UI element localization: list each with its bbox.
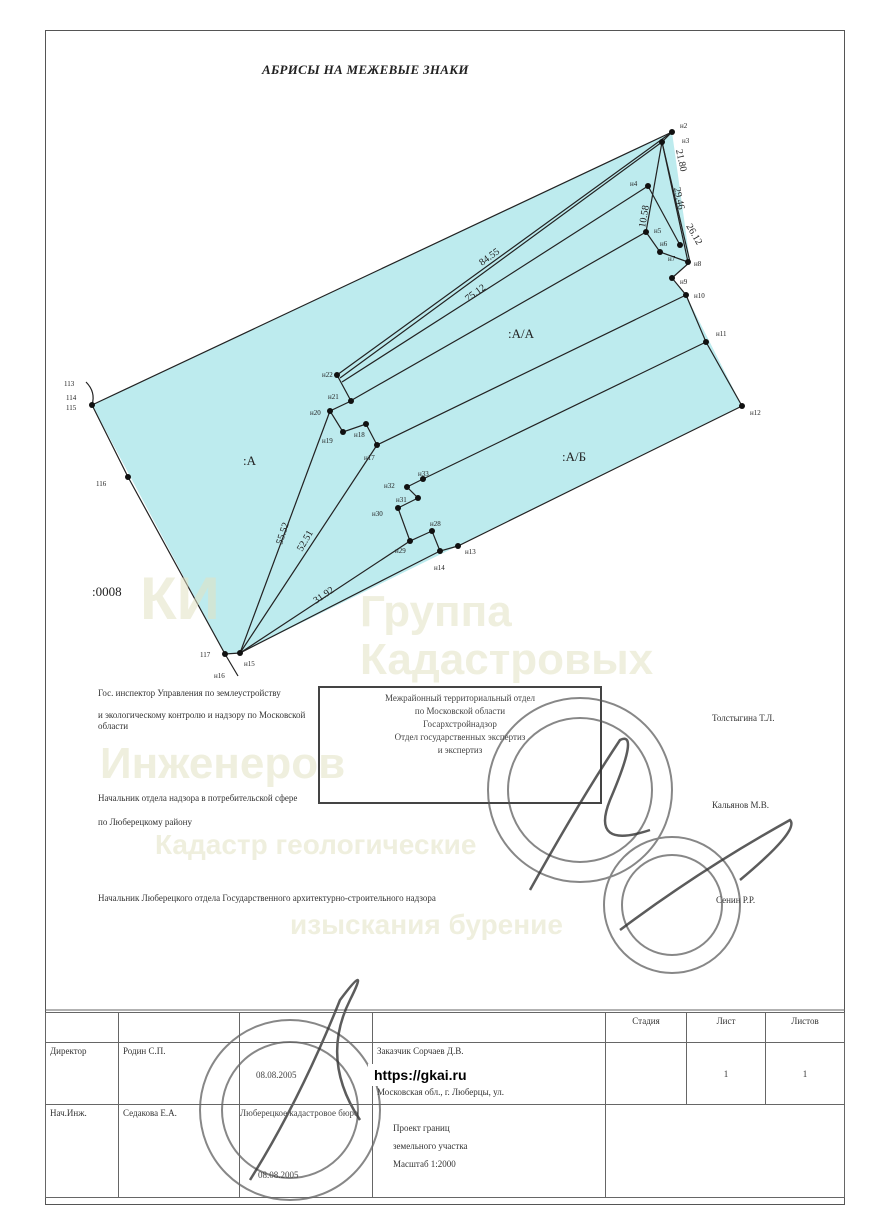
point-label: н2 [680, 122, 688, 130]
watermark-text: Кадастровых [360, 635, 654, 684]
point-label: н5 [654, 227, 662, 235]
line-n22-n2 [336, 131, 673, 376]
point-label: н20 [310, 409, 321, 417]
point-label: н21 [328, 393, 339, 401]
point-label: н3 [682, 137, 690, 145]
director-label: Директор [45, 1042, 119, 1105]
line-n3-n8 [661, 141, 689, 263]
sheets-count: 1 [765, 1042, 845, 1105]
stamp-text: и экспертиз [437, 745, 483, 755]
project-title: Проект границ [393, 1123, 450, 1133]
address-line: Московская обл., г. Люберцы, ул. [377, 1087, 601, 1097]
line-n3-n5 [645, 141, 663, 233]
watermark-text: Группа [360, 587, 512, 636]
point-label: н28 [430, 520, 441, 528]
signature-role: Начальник Люберецкого отдела Государстве… [98, 893, 436, 903]
point-label: н9 [680, 278, 688, 286]
address: ул. [493, 1087, 505, 1097]
point-label: 115 [66, 404, 77, 412]
page-title: АБРИСЫ НА МЕЖЕВЫЕ ЗНАКИ [262, 62, 469, 77]
point-label: н10 [694, 292, 705, 300]
point-label: н8 [694, 260, 702, 268]
line-n22-n17 [329, 374, 378, 446]
sheet-number: 1 [686, 1042, 766, 1105]
point-label: н14 [434, 564, 445, 572]
customer: Заказчик Сорчаев Д.В. [377, 1046, 464, 1056]
point-label: н17 [364, 454, 375, 462]
point-label: 117 [200, 651, 211, 659]
scale: Масштаб 1:2000 [393, 1159, 456, 1169]
stamp-text: по Московской области [414, 706, 506, 716]
parcel-label: :А/Б [562, 449, 586, 464]
line-n17-n15 [239, 444, 378, 654]
point-label: н18 [354, 431, 365, 439]
director-name: Родин С.П. [118, 1042, 240, 1105]
project-info: Проект границ земельного участка Масштаб… [372, 1104, 606, 1198]
signature-role: Гос. инспектор Управления по землеустрой… [98, 688, 281, 698]
point-label: н19 [322, 437, 333, 445]
watermark-text: Инженеров [100, 739, 346, 788]
distance-label: 10.58 [637, 204, 652, 228]
title-block: Стадия Лист Листов Директор Родин С.П. З… [45, 1012, 845, 1198]
point-label: н30 [372, 510, 383, 518]
distance-label: 21.80 [673, 148, 688, 172]
distance-label: 29.46 [671, 186, 686, 210]
signature-name: Толстыгина Т.Л. [712, 713, 775, 723]
watermark-text: изыскания бурение [290, 909, 563, 940]
sheets-header: Листов [765, 1012, 845, 1043]
point-label: н7 [668, 255, 676, 263]
document-sheet [45, 30, 845, 1205]
point-label: н33 [418, 470, 429, 478]
point-label: н11 [716, 330, 727, 338]
signature-role: Начальник отдела надзора в потребительск… [98, 793, 298, 803]
point-label: 116 [96, 480, 107, 488]
watermark-text: Кадастр геологические [155, 829, 477, 860]
stamp-text: Отдел государственных экспертиз [394, 732, 526, 742]
stage-header: Стадия [605, 1012, 687, 1043]
point-label: 113 [64, 380, 75, 388]
line-n17-n10 [376, 294, 687, 446]
parcel-fill [92, 132, 742, 654]
address: Московская обл., г. Люберцы, [377, 1087, 491, 1097]
line-n22-n3 [339, 141, 663, 379]
approval-stamp: Межрайонный территориальный отдел по Мос… [318, 686, 602, 804]
line-n22-n4 [341, 185, 649, 383]
parcel-label: :А [243, 453, 257, 468]
parcel-label: :0008 [92, 584, 122, 599]
point-label: н31 [396, 496, 407, 504]
point-label: н15 [244, 660, 255, 668]
point-label: н13 [465, 548, 476, 556]
stamp-text: Межрайонный территориальный отдел [385, 693, 535, 703]
engineer-label: Нач.Инж. [45, 1104, 119, 1198]
signature-role: по Люберецкому району [98, 817, 192, 827]
line-n29-n15 [239, 540, 411, 654]
boundary-line [224, 653, 239, 677]
website-url[interactable]: https://gkai.ru [368, 1064, 473, 1086]
signature-name: Сенин Р.Р. [716, 895, 756, 905]
signature-role: и экологическому контролю и надзору по М… [98, 710, 306, 731]
point-label: н29 [395, 547, 406, 555]
line-n4-n6 [647, 185, 681, 246]
watermark-logo: КИ [140, 565, 220, 632]
point-label: н4 [630, 180, 638, 188]
boundary-curve [85, 381, 94, 406]
parcel-label: :А/А [508, 326, 535, 341]
project-title: земельного участка [393, 1141, 468, 1151]
sheet-header: Лист [686, 1012, 766, 1043]
boundary-markers [89, 129, 745, 657]
point-label: н16 [214, 672, 225, 680]
line-n21-n5 [351, 231, 647, 401]
point-label: н22 [322, 371, 333, 379]
point-label: н12 [750, 409, 761, 417]
point-label: н32 [384, 482, 395, 490]
point-label: 114 [66, 394, 77, 402]
signature-name: Кальянов М.В. [712, 800, 770, 810]
engineer-name: Седакова Е.А. [118, 1104, 240, 1198]
line-n20-n15 [239, 410, 331, 654]
line-n33-n11 [422, 341, 707, 480]
point-label: н6 [660, 240, 668, 248]
stamp-text: Госархстройнадзор [423, 719, 497, 729]
